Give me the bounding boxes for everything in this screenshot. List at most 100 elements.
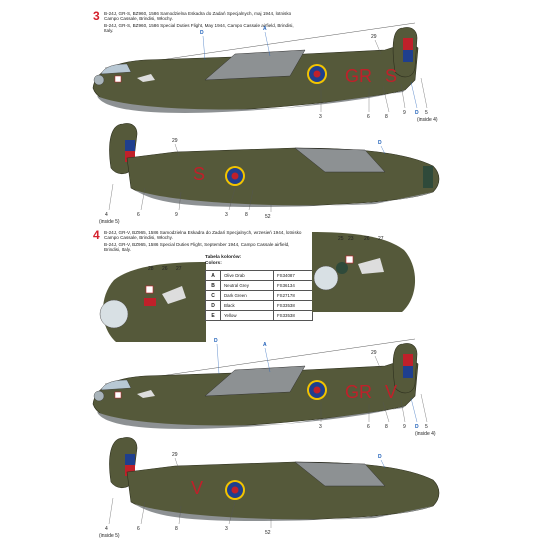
nose-dark-panel	[336, 262, 348, 274]
nose-art-figure	[358, 258, 384, 274]
callout-inside-5: (inside 5)	[99, 219, 120, 225]
polish-checker	[114, 75, 122, 83]
color-letter: C	[205, 290, 221, 301]
color-table-title-pl: Tabela kolorów:	[205, 255, 242, 260]
scheme-3-caption-pl: B-24J, GR-S, BZ960, 1586 Samodzielna Esk…	[104, 11, 292, 22]
aircraft-letter-s: S	[193, 164, 205, 184]
color-letter: E	[205, 310, 221, 321]
color-fs-code: FS27178	[273, 290, 313, 301]
callout-23: 23	[348, 236, 354, 242]
callout-28: 28	[148, 266, 154, 272]
callout-4: 4	[105, 212, 108, 218]
fin-flash-blue	[125, 140, 135, 151]
wing-root	[294, 461, 386, 487]
color-name: Olive Drab	[220, 270, 274, 281]
callout-29: 29	[371, 350, 377, 356]
fin-flash-red	[403, 38, 413, 50]
underside-neutral-grey	[97, 406, 405, 429]
color-name: Yellow	[220, 310, 274, 321]
nose-art-figure	[162, 286, 186, 304]
polish-checker	[145, 285, 154, 294]
color-fs-code: FS36134	[273, 280, 313, 291]
callout-3: 3	[225, 526, 228, 532]
color-table-title-en: Colors:	[205, 260, 222, 266]
code-letters-gr: GR	[345, 66, 372, 86]
callout-3: 3	[319, 424, 322, 430]
color-fs-code: FS34087	[273, 270, 313, 281]
callout-5: 5	[425, 110, 428, 116]
roundel-red-center	[313, 70, 321, 78]
aircraft-letter-s: S	[385, 66, 397, 86]
underside-neutral-grey	[97, 90, 405, 113]
scheme-4-caption-en: B-24J, GR-V, BZ965, 1586 Special Duties …	[104, 242, 290, 253]
callout-3: 3	[225, 212, 228, 218]
callout-inside-4: (inside 4)	[417, 117, 438, 123]
callout-52: 52	[265, 214, 271, 220]
fuselage-olive-drab	[126, 461, 440, 521]
color-name: Dark Green	[220, 290, 274, 301]
callout-29: 29	[172, 138, 178, 144]
nose-dark-panel	[423, 166, 433, 188]
fin-flash-red	[125, 465, 135, 476]
callout-a: A	[263, 26, 267, 32]
callout-8: 8	[245, 212, 248, 218]
fin-flash-red	[403, 354, 413, 366]
polish-checker	[114, 391, 122, 399]
nose-turret	[93, 390, 105, 402]
callout-inside-4: (inside 4)	[415, 431, 436, 437]
callout-8: 8	[385, 424, 388, 430]
roundel-red-center	[231, 172, 239, 180]
callout-4: 4	[105, 526, 108, 532]
scheme-4-number: 4	[93, 228, 100, 242]
callout-29: 29	[172, 452, 178, 458]
nose-turret	[93, 74, 105, 86]
scheme-3-right-profile: S 29 4 (inside 5) 6 9 3 8 52 D	[99, 123, 440, 225]
callout-5: 5	[425, 424, 428, 430]
aircraft-letter-v: V	[191, 478, 203, 498]
color-fs-code: FS33538	[273, 310, 313, 321]
color-name: Black	[220, 300, 274, 311]
cockpit-glazing	[100, 63, 132, 75]
nose-glazing	[99, 299, 129, 329]
underside-neutral-grey	[135, 190, 433, 207]
callout-inside-5: (inside 5)	[99, 533, 120, 539]
scheme-4-nose-detail-left: 28 26 27	[99, 262, 206, 342]
callout-8: 8	[385, 114, 388, 120]
color-name: Neutral Grey	[220, 280, 274, 291]
aircraft-letter-v: V	[385, 382, 397, 402]
nose-art	[137, 390, 155, 398]
callout-6: 6	[137, 526, 140, 532]
roundel-red-center	[313, 386, 321, 394]
scheme-4-left-profile: GR V A D 29 3 6 8 9 D 5 (inside 4)	[92, 338, 436, 437]
callout-3: 3	[319, 114, 322, 120]
polish-checker	[345, 255, 354, 264]
callout-d-tail: D	[415, 424, 419, 430]
fin-flash-blue	[125, 454, 135, 465]
scheme-3-left-profile: GR S A D 29 3 6 8 9 D 5 (inside 4)	[92, 22, 438, 123]
color-fs-code: FS33538	[273, 300, 313, 311]
wing-root	[204, 49, 306, 81]
code-letters-gr: GR	[345, 382, 372, 402]
callout-26: 26	[364, 236, 370, 242]
callout-d: D	[200, 30, 204, 36]
callout-6: 6	[137, 212, 140, 218]
callout-d: D	[214, 338, 218, 344]
underside-neutral-grey	[135, 504, 433, 521]
nose-art	[137, 74, 155, 82]
callout-d: D	[378, 140, 382, 146]
callout-9: 9	[403, 110, 406, 116]
mission-marks	[144, 298, 156, 306]
callout-27: 27	[176, 266, 182, 272]
fuselage-olive-drab	[126, 147, 440, 207]
callout-27: 27	[378, 236, 384, 242]
callout-9: 9	[175, 212, 178, 218]
scheme-3-number: 3	[93, 9, 100, 23]
wing-root	[294, 147, 386, 173]
callout-26: 26	[162, 266, 168, 272]
